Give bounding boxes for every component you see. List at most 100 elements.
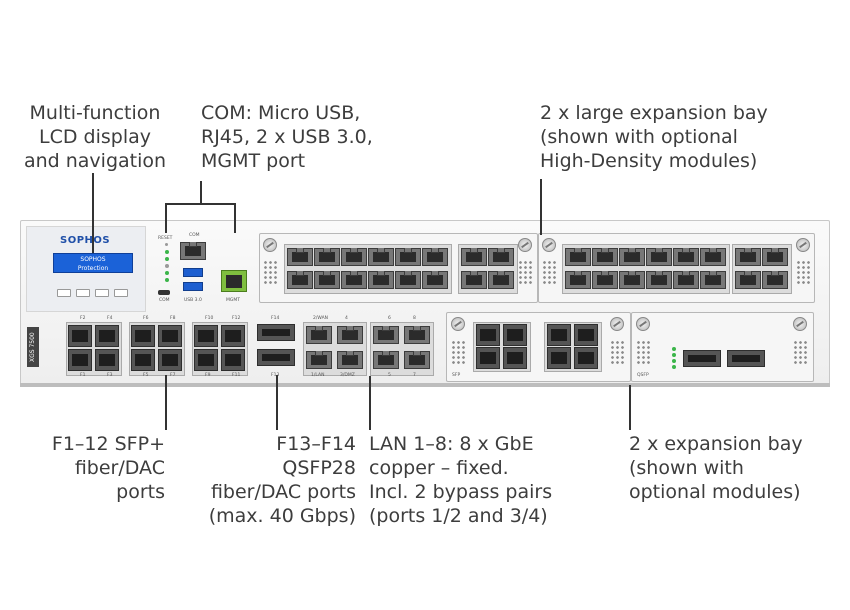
module-screw[interactable]: [518, 238, 532, 252]
lan-port[interactable]: [404, 351, 430, 369]
module-screw[interactable]: [451, 317, 465, 331]
sfp-port[interactable]: [68, 325, 92, 347]
sfp-port[interactable]: [131, 349, 155, 371]
callout-qsfp-ports: F13–F14 QSFP28 fiber/DAC ports (max. 40 …: [196, 432, 356, 528]
expansion-rj45-port[interactable]: [341, 248, 367, 266]
expansion-rj45-port[interactable]: [565, 271, 591, 289]
expansion-rj45-port[interactable]: [395, 271, 421, 289]
sfp-port[interactable]: [158, 349, 182, 371]
module-screw[interactable]: [796, 238, 810, 252]
expansion-rj45-port[interactable]: [646, 248, 672, 266]
expansion-rj45-port[interactable]: [395, 248, 421, 266]
nav-button-esc[interactable]: [76, 289, 90, 297]
sfp-port[interactable]: [131, 325, 155, 347]
sfp-port[interactable]: [547, 347, 571, 369]
lcd-line: SOPHOS: [80, 256, 106, 263]
callout-line: fiber/DAC ports: [210, 481, 356, 503]
sfp-port[interactable]: [476, 347, 500, 369]
callout-line: ports: [116, 481, 165, 503]
qsfp-port-f13[interactable]: [257, 349, 295, 366]
expansion-rj45-port[interactable]: [673, 248, 699, 266]
expansion-rj45-port[interactable]: [287, 248, 313, 266]
expansion-rj45-port[interactable]: [368, 271, 394, 289]
nav-button-enter[interactable]: [57, 289, 71, 297]
sfp-port[interactable]: [68, 349, 92, 371]
sfp-port[interactable]: [503, 324, 527, 346]
sfp-port[interactable]: [503, 347, 527, 369]
module-screw[interactable]: [542, 238, 556, 252]
sfp-port[interactable]: [95, 349, 119, 371]
callout-line: MGMT port: [201, 150, 306, 172]
expansion-rj45-port[interactable]: [735, 271, 761, 289]
expansion-rj45-port[interactable]: [700, 248, 726, 266]
expansion-rj45-port[interactable]: [673, 271, 699, 289]
leader-line: [629, 385, 631, 430]
usb-port-1[interactable]: [183, 268, 203, 277]
lan-port[interactable]: [404, 326, 430, 344]
sfp-port[interactable]: [221, 325, 245, 347]
qsfp-expansion-port[interactable]: [727, 350, 765, 367]
sfp-port[interactable]: [194, 349, 218, 371]
expansion-rj45-port[interactable]: [314, 248, 340, 266]
usb-port-2[interactable]: [183, 282, 203, 291]
lan-port[interactable]: [373, 326, 399, 344]
sfp-port[interactable]: [574, 324, 598, 346]
callout-line: LCD display: [39, 126, 151, 148]
expansion-rj45-port[interactable]: [314, 271, 340, 289]
expansion-rj45-port[interactable]: [461, 248, 487, 266]
expansion-rj45-port[interactable]: [368, 248, 394, 266]
qsfp-expansion-port[interactable]: [683, 350, 721, 367]
lan-port[interactable]: [306, 326, 332, 344]
callout-line: copper – fixed.: [369, 457, 509, 479]
expansion-rj45-port[interactable]: [646, 271, 672, 289]
model-label: XGS 7500: [27, 327, 39, 367]
sfp-port[interactable]: [221, 349, 245, 371]
status-led: [165, 250, 169, 254]
com-rj45-port[interactable]: [180, 242, 206, 260]
lan-port[interactable]: [373, 351, 399, 369]
lan-port[interactable]: [337, 326, 363, 344]
nav-button-up[interactable]: [95, 289, 109, 297]
module-vent: [793, 340, 807, 364]
expansion-rj45-port[interactable]: [341, 271, 367, 289]
expansion-rj45-port[interactable]: [592, 271, 618, 289]
nav-button-down[interactable]: [114, 289, 128, 297]
expansion-rj45-port[interactable]: [565, 248, 591, 266]
sfp-port[interactable]: [574, 347, 598, 369]
callout-line: 2 x large expansion bay: [540, 102, 768, 124]
module-screw[interactable]: [636, 317, 650, 331]
lan-port[interactable]: [337, 351, 363, 369]
sfp-port[interactable]: [547, 324, 571, 346]
mgmt-port[interactable]: [221, 270, 247, 292]
qsfp-port-f14[interactable]: [257, 324, 295, 341]
expansion-rj45-port[interactable]: [592, 248, 618, 266]
callout-line: F1–12 SFP+: [51, 433, 165, 455]
callout-line: (shown with optional: [540, 126, 738, 148]
module-screw[interactable]: [610, 317, 624, 331]
reset-pinhole[interactable]: [165, 243, 168, 246]
sfp-label: F4: [107, 316, 113, 321]
callout-line: LAN 1–8: 8 x GbE: [369, 433, 534, 455]
expansion-rj45-port[interactable]: [488, 271, 514, 289]
sfp-port[interactable]: [476, 324, 500, 346]
expansion-rj45-port[interactable]: [762, 248, 788, 266]
callout-line: Incl. 2 bypass pairs: [369, 481, 553, 503]
sfp-port[interactable]: [95, 325, 119, 347]
sfp-port[interactable]: [194, 325, 218, 347]
module-screw[interactable]: [263, 238, 277, 252]
module-screw[interactable]: [793, 317, 807, 331]
expansion-rj45-port[interactable]: [488, 248, 514, 266]
expansion-rj45-port[interactable]: [422, 248, 448, 266]
expansion-rj45-port[interactable]: [762, 271, 788, 289]
expansion-rj45-port[interactable]: [461, 271, 487, 289]
micro-usb-port[interactable]: [158, 290, 170, 295]
status-led: [165, 257, 169, 261]
sfp-port[interactable]: [158, 325, 182, 347]
expansion-rj45-port[interactable]: [287, 271, 313, 289]
lan-port[interactable]: [306, 351, 332, 369]
expansion-rj45-port[interactable]: [619, 271, 645, 289]
expansion-rj45-port[interactable]: [422, 271, 448, 289]
expansion-rj45-port[interactable]: [735, 248, 761, 266]
expansion-rj45-port[interactable]: [700, 271, 726, 289]
expansion-rj45-port[interactable]: [619, 248, 645, 266]
